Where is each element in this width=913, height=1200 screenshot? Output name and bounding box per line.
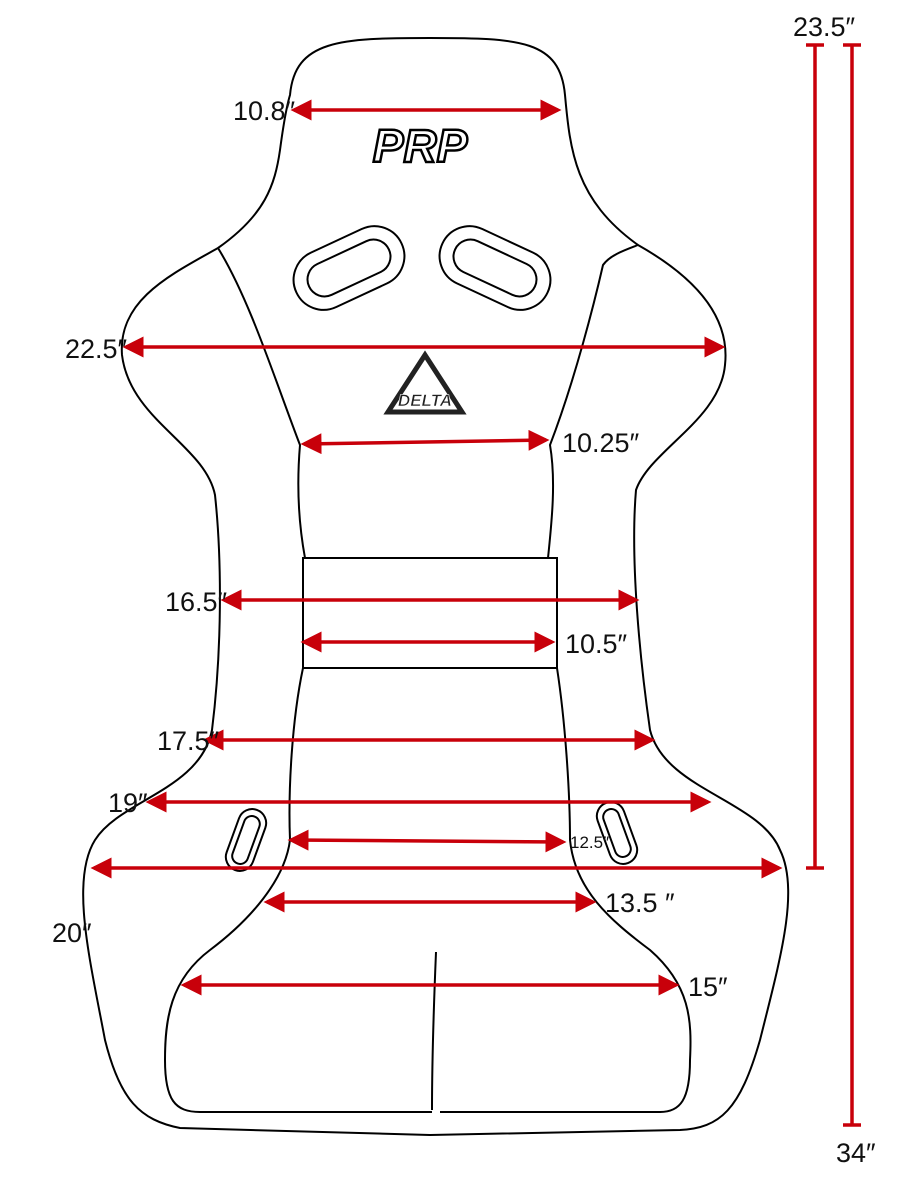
- right-shoulder-slot: [438, 225, 552, 311]
- backrest-inner-outline: [217, 244, 639, 559]
- dim-label-base-outer: 20″: [52, 918, 92, 948]
- lower-left-bolster-line: [163, 667, 432, 1113]
- dim-label-headrest: 10.8″: [233, 96, 296, 126]
- dim-arrow-back-height: [806, 43, 824, 870]
- dim-label-inner-hip: 12.5″: [570, 833, 609, 852]
- left-shoulder-slot: [292, 225, 406, 311]
- cushion-center-line: [431, 951, 437, 1111]
- dim-label-back-height: 23.5″: [793, 12, 856, 42]
- dim-label-lower-outer: 17.5″: [157, 726, 220, 756]
- dim-label-lumbar: 10.5″: [565, 629, 628, 659]
- dim-label-seat-front: 13.5 ″: [605, 888, 675, 918]
- lower-right-bolster-line: [440, 667, 692, 1113]
- prp-logo: PRP: [373, 120, 468, 172]
- dim-label-cushion: 15″: [688, 972, 728, 1002]
- seat-outer-outline: [82, 36, 790, 1137]
- dim-label-hip-outer: 19″: [108, 788, 148, 818]
- lumbar-panel: [302, 557, 558, 669]
- dim-arrow-inner-hip: [287, 829, 567, 853]
- dim-label-upper-back: 10.25″: [562, 428, 640, 458]
- left-hip-slot: [224, 808, 268, 872]
- dim-arrow-total-height: [843, 43, 861, 1127]
- dim-label-shoulder: 22.5″: [65, 334, 128, 364]
- delta-logo: DELTA: [383, 350, 467, 415]
- svg-text:DELTA: DELTA: [398, 391, 452, 410]
- dim-arrow-upper-back: [300, 429, 550, 455]
- dim-label-total-height: 34″: [836, 1138, 876, 1168]
- dim-label-mid-outer: 16.5″: [165, 587, 228, 617]
